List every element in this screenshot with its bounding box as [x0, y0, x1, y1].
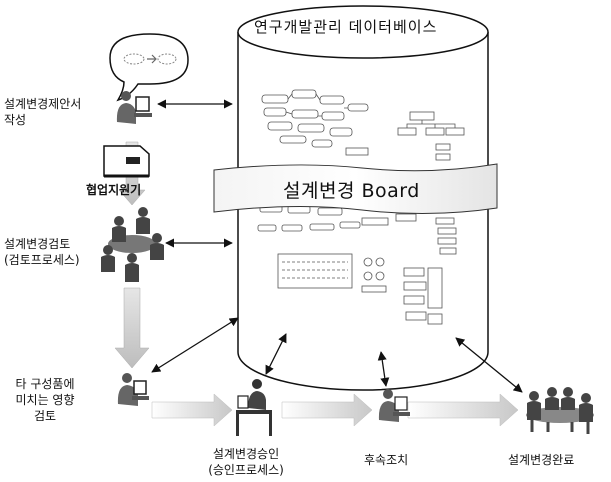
person-followup-icon — [378, 389, 410, 422]
idea-bubble — [109, 33, 189, 102]
step-followup-label: 후속조치 — [364, 453, 409, 467]
step-proposal-label: 설계변경제안서 작성 — [4, 97, 82, 127]
database-title: 연구개발관리 데이터베이스 — [254, 18, 438, 36]
flow-arrow-impact-to-approval — [151, 393, 233, 427]
person-impact-icon — [117, 373, 149, 406]
completion-meeting-group-icon — [526, 387, 594, 434]
flow-arrow-review-to-impact — [114, 287, 150, 369]
step-complete-label: 설계변경완료 — [508, 453, 575, 467]
person-approval-icon — [236, 379, 272, 436]
step-approval-label: 설계변경승인 (승인프로세스) — [208, 447, 284, 477]
board-label: 설계변경 Board — [283, 180, 420, 202]
review-meeting-group-icon — [101, 207, 164, 282]
database-cylinder — [237, 5, 489, 391]
step-review-label: 설계변경검토 (검토프로세스) — [4, 237, 80, 267]
database-contents — [257, 89, 465, 325]
arrow-followup-database — [377, 351, 390, 387]
flow-arrow-followup-to-complete — [407, 393, 519, 427]
step-impact-label: 타 구성품에 미치는 영향 검토 — [15, 377, 75, 423]
arrow-impact-database — [151, 317, 239, 373]
connector-arrows — [151, 99, 523, 393]
board-band — [213, 163, 498, 215]
step-collab-label: 협업지원기 — [86, 183, 142, 197]
arrow-complete-database — [455, 337, 523, 393]
flow-arrow-approval-to-followup — [281, 393, 373, 427]
arrow-approval-database — [265, 333, 287, 375]
person-proposal-icon — [116, 91, 152, 124]
collaboration-document-icon — [103, 145, 150, 178]
